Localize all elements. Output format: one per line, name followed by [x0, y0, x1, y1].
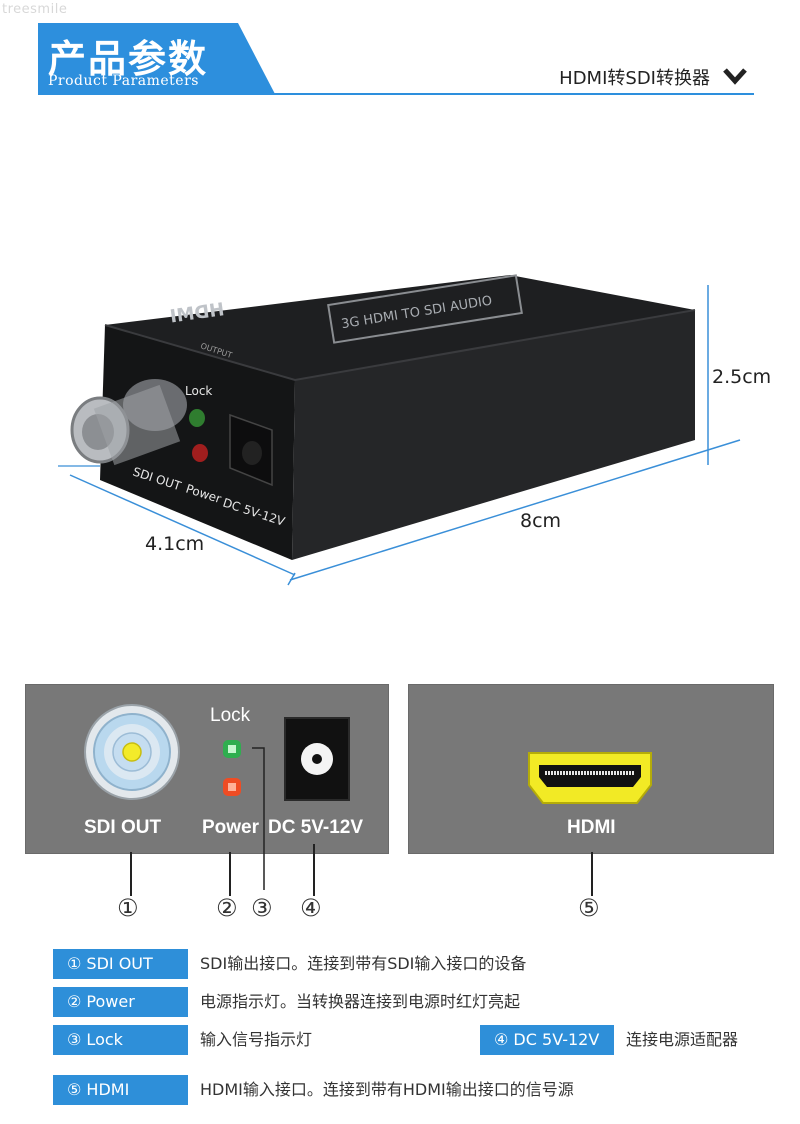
hdmi-port-label: HDMI — [567, 817, 616, 838]
legend-tag-dc: ④ DC 5V-12V — [480, 1025, 614, 1055]
callout-2: ② — [216, 894, 238, 922]
lock-led-label: Lock — [210, 705, 251, 726]
interface-panel-left: SDI OUT Lock Power DC 5V-12V — [25, 684, 389, 854]
legend-desc-lock: 输入信号指示灯 — [200, 1030, 313, 1049]
hdmi-leader-line — [591, 852, 593, 896]
callout-4: ④ — [300, 894, 322, 922]
hdmi-port-icon — [528, 752, 652, 804]
legend-tag-sdi-out: ① SDI OUT — [53, 949, 188, 979]
power-leader-line — [229, 852, 231, 896]
lock-label: Lock — [185, 384, 212, 398]
power-led-icon — [223, 778, 241, 796]
power-led-label: Power — [202, 817, 260, 838]
callout-5: ⑤ — [578, 894, 600, 922]
lock-leader-line — [252, 747, 265, 890]
callout-3: ③ — [251, 894, 273, 922]
header-subtitle: Product Parameters — [48, 73, 199, 89]
legend-desc-sdi-out: SDI输出接口。连接到带有SDI输入接口的设备 — [200, 954, 527, 973]
product-photo: HDMI 3G HDMI TO SDI AUDIO OUTPUT Lock SD… — [58, 274, 741, 586]
sdi-out-leader-line — [130, 852, 132, 896]
header-tab-background — [38, 23, 275, 94]
dimension-height: 2.5cm — [712, 366, 772, 388]
sdi-out-port-label: SDI OUT — [84, 817, 162, 838]
callout-1: ① — [117, 894, 139, 922]
legend-tag-power: ② Power — [53, 987, 188, 1017]
dc-leader-line — [313, 844, 315, 896]
legend-tag-hdmi: ⑤ HDMI — [53, 1075, 188, 1105]
dc-jack-icon — [284, 717, 350, 801]
chevron-down-icon — [723, 68, 747, 85]
header-title: 产品参数 — [48, 37, 209, 81]
lock-led-icon — [223, 740, 241, 758]
watermark: treesmile — [2, 2, 68, 17]
legend-desc-power: 电源指示灯。当转换器连接到电源时红灯亮起 — [200, 992, 521, 1011]
product-name: HDMI转SDI转换器 — [559, 68, 710, 89]
bnc-connector-icon — [84, 704, 180, 800]
dc-port-label: DC 5V-12V — [268, 817, 364, 838]
header-divider — [38, 93, 754, 95]
legend-desc-dc: 连接电源适配器 — [626, 1030, 739, 1049]
dimension-width: 4.1cm — [145, 533, 205, 555]
legend-tag-lock: ③ Lock — [53, 1025, 188, 1055]
dimension-length: 8cm — [520, 510, 562, 532]
interface-panel-right: HDMI — [408, 684, 774, 854]
legend-desc-hdmi: HDMI输入接口。连接到带有HDMI输出接口的信号源 — [200, 1080, 574, 1099]
